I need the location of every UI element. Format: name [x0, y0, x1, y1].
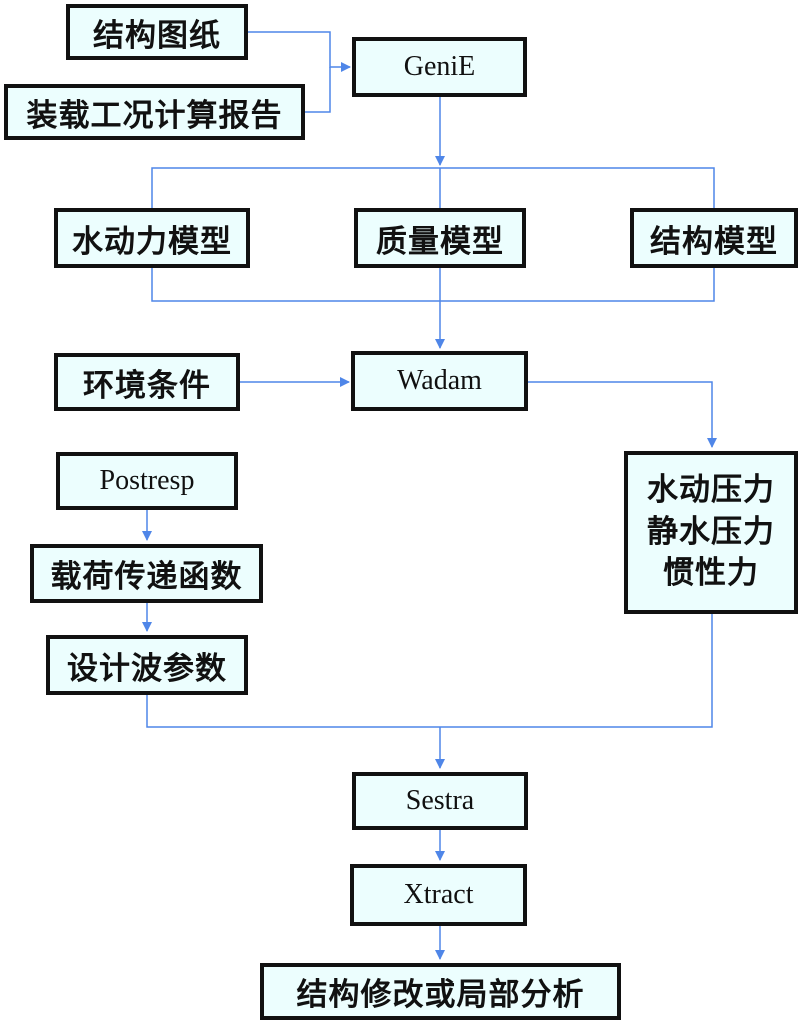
node-genie: GeniE — [352, 37, 527, 97]
node-hydrodynamic-model: 水动力模型 — [54, 208, 250, 268]
pressure-line-hydrostatic: 静水压力 — [647, 513, 775, 550]
node-postresp: Postresp — [56, 452, 238, 510]
node-sestra: Sestra — [352, 772, 528, 830]
pressure-line-hydrodynamic: 水动压力 — [647, 471, 775, 508]
connector-merge-models — [151, 268, 715, 302]
node-environment-conditions: 环境条件 — [54, 353, 240, 411]
pressure-line-inertia: 惯性力 — [663, 555, 759, 592]
node-modification-analysis: 结构修改或局部分析 — [260, 963, 621, 1020]
node-wadam: Wadam — [351, 351, 528, 411]
node-design-wave-params: 设计波参数 — [46, 635, 248, 695]
connector-report-to-genie — [305, 67, 331, 113]
node-xtract: Xtract — [350, 864, 527, 926]
connector-drawings-to-genie — [248, 31, 351, 72]
node-structural-drawings: 结构图纸 — [66, 4, 248, 60]
node-load-transfer-function: 载荷传递函数 — [30, 544, 263, 603]
node-structural-model: 结构模型 — [630, 208, 798, 268]
connector-split-models — [151, 167, 715, 208]
node-mass-model: 质量模型 — [354, 208, 526, 268]
node-pressures: 水动压力 静水压力 惯性力 — [624, 451, 798, 614]
node-loading-report: 装载工况计算报告 — [4, 84, 305, 140]
connector-merge-to-sestra — [146, 614, 713, 728]
connector-wadam-to-pressures — [528, 381, 717, 448]
